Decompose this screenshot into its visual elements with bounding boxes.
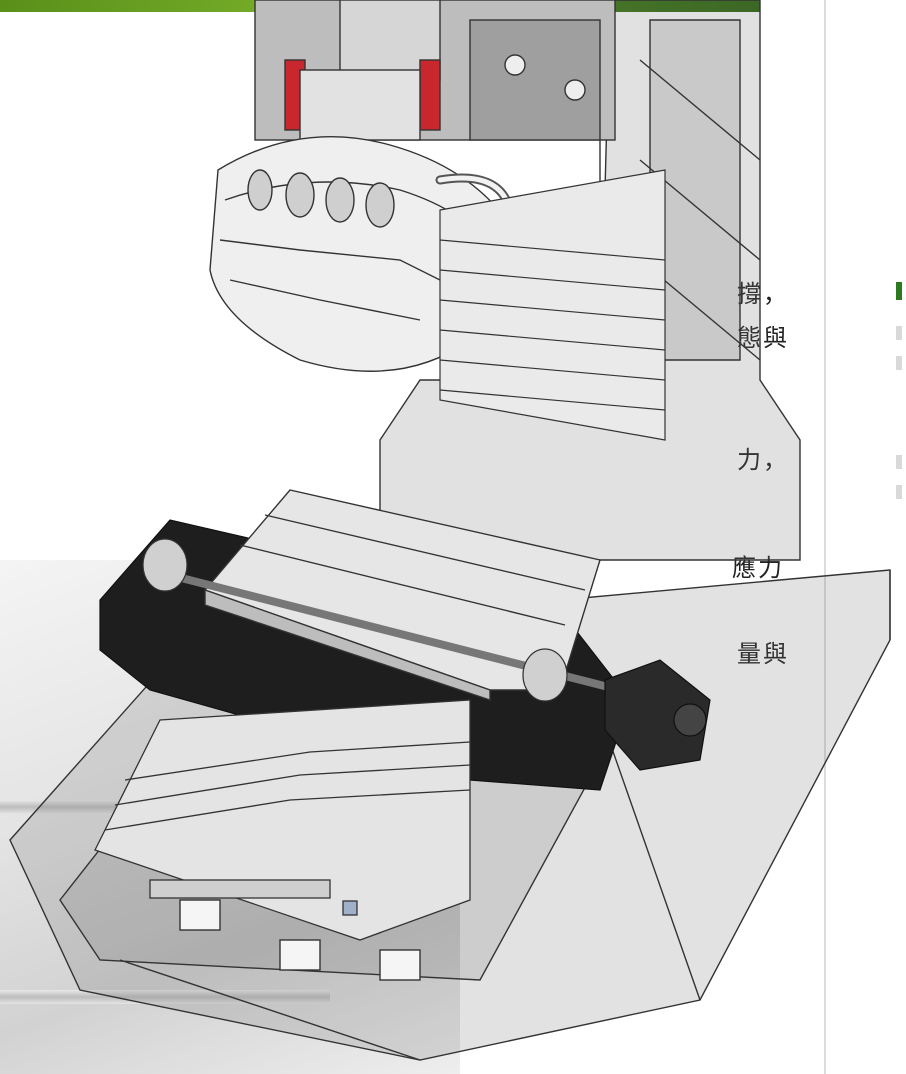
spindle-head <box>254 0 616 141</box>
right-edge-marker <box>896 282 902 300</box>
text-fragment: 力， <box>737 448 789 472</box>
column-divider <box>824 0 826 1074</box>
machine-column <box>379 0 801 561</box>
text-fragment: 撐， <box>737 280 789 308</box>
work-table <box>203 489 601 701</box>
right-edge-marker <box>896 326 902 340</box>
ball-screw <box>142 538 621 702</box>
y-axis-bellows <box>94 699 471 941</box>
right-edge-marker <box>896 455 902 469</box>
z-axis-bellows <box>439 169 666 441</box>
background-rail <box>0 990 330 1004</box>
text-fragment: 態與 <box>737 324 789 352</box>
right-edge-marker <box>896 485 902 499</box>
servo-motor <box>604 659 711 771</box>
right-edge-marker <box>896 356 902 370</box>
text-fragment: 量與 <box>737 642 789 666</box>
